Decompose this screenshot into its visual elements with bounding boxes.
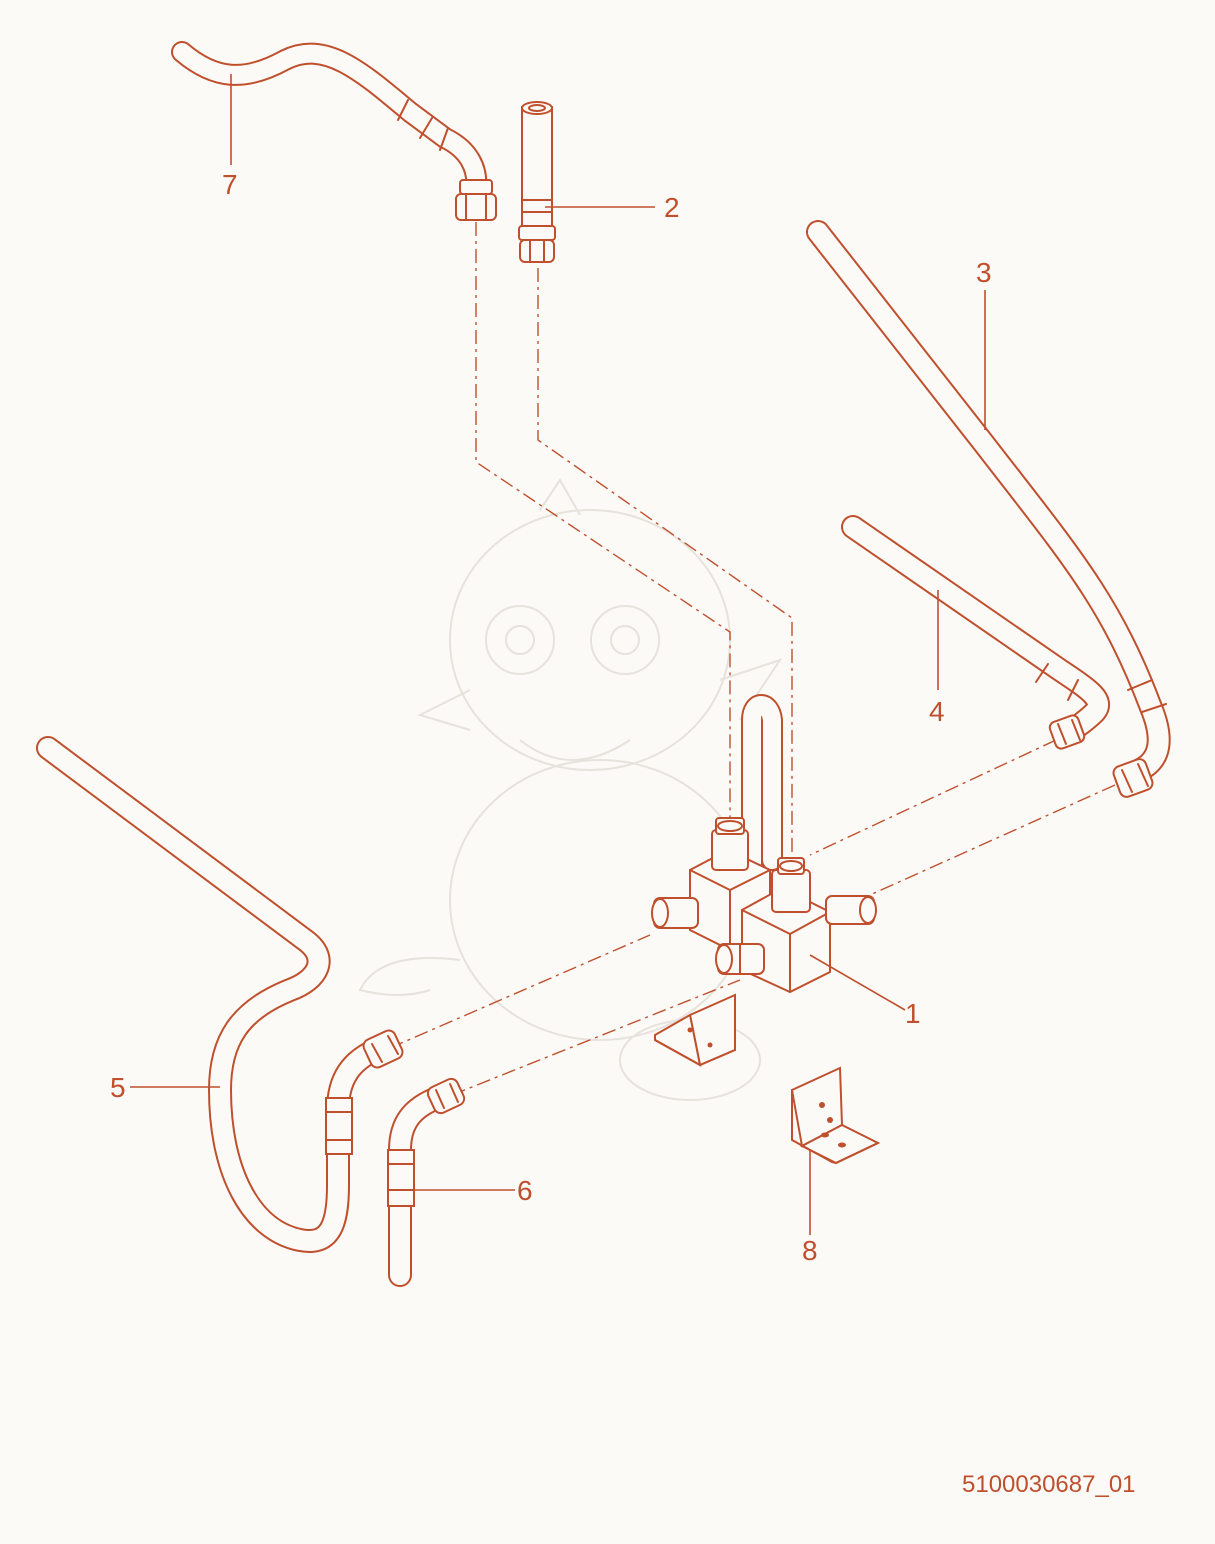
callout-5: 5	[110, 1072, 126, 1103]
callout-3: 3	[976, 257, 992, 288]
part-4-hose[interactable]	[841, 515, 1110, 750]
drawing-code: 5100030687_01	[962, 1471, 1136, 1498]
part-2-tube[interactable]	[518, 101, 556, 263]
part-7-hose[interactable]	[171, 41, 497, 221]
callout-7: 7	[222, 169, 238, 200]
callout-6: 6	[517, 1175, 533, 1206]
part-5-hose[interactable]	[36, 736, 405, 1253]
part-3-hose[interactable]	[806, 220, 1171, 799]
callout-8: 8	[802, 1235, 818, 1266]
callout-1: 1	[905, 998, 921, 1029]
part-6-hose[interactable]	[387, 1077, 466, 1287]
bracket-upper[interactable]	[654, 993, 736, 1067]
part-8-bracket[interactable]	[790, 1066, 881, 1165]
callout-2: 2	[664, 192, 680, 223]
assembly-lines	[389, 222, 1116, 1096]
callouts: 1 2 3 4 5 6 7 8	[110, 169, 992, 1266]
callout-4: 4	[929, 696, 945, 727]
leader-lines	[130, 74, 986, 1235]
part-1-valve-block[interactable]	[651, 694, 877, 994]
